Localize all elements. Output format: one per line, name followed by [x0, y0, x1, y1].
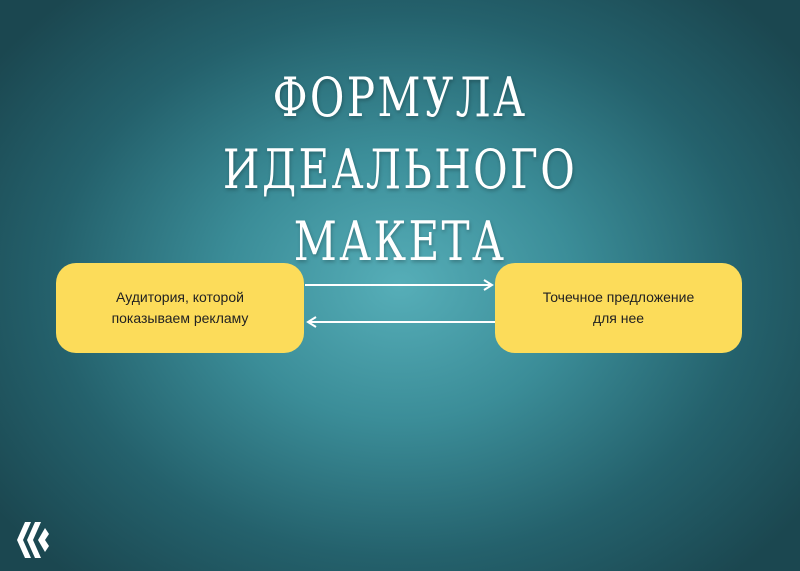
brand-logo-icon: [17, 522, 49, 558]
slide-title: ФОРМУЛА ИДЕАЛЬНОГО МАКЕТА: [88, 62, 712, 278]
title-line-1: ФОРМУЛА ИДЕАЛЬНОГО: [222, 66, 578, 201]
offer-box: Точечное предложение для нее: [495, 263, 742, 353]
arrow-right: [305, 279, 494, 291]
arrow-left: [306, 316, 495, 328]
audience-box: Аудитория, которой показываем рекламу: [56, 263, 304, 353]
audience-box-label: Аудитория, которой показываем рекламу: [111, 289, 249, 326]
title-line-2: МАКЕТА: [293, 210, 507, 273]
offer-box-label: Точечное предложение для нее: [542, 289, 695, 326]
